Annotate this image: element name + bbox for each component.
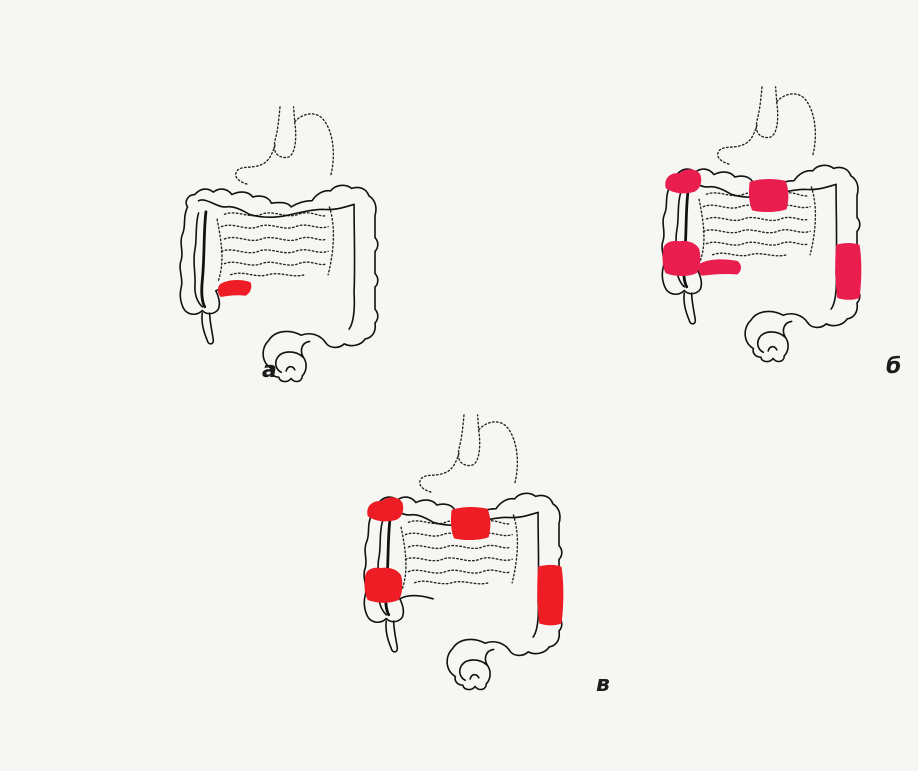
colon-outline-v: [364, 415, 562, 690]
colon-diagram-b: [632, 82, 892, 372]
lesion-descending-colon-b: [835, 243, 861, 300]
lesion-terminal-ileum-a: [218, 280, 252, 297]
colon-diagram-v: [334, 410, 594, 700]
colon-diagram-a: [150, 102, 410, 392]
panel-label-v: в: [596, 672, 610, 697]
lesion-descending-colon-v: [537, 565, 563, 625]
lesion-terminal-ileum-b: [699, 259, 741, 275]
lesion-transverse-colon-v: [451, 507, 490, 540]
panel-label-a: а: [262, 358, 277, 383]
colon-outline-a: [180, 107, 378, 382]
colon-outline-b: [662, 87, 860, 362]
lesion-transverse-colon-b: [749, 179, 788, 212]
panel-label-b: б: [886, 354, 901, 379]
lesion-cecum-b: [663, 241, 701, 276]
lesion-hepatic-flexure-b: [665, 169, 701, 193]
lesion-cecum-v: [365, 568, 403, 603]
lesion-hepatic-flexure-v: [367, 497, 403, 521]
